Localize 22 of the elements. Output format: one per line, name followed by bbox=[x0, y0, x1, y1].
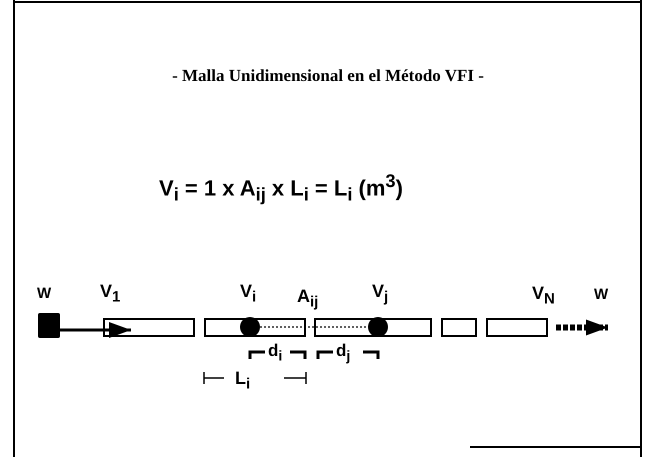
cell-box bbox=[486, 318, 548, 337]
variable-label: V$_{j}$ bbox=[372, 282, 388, 305]
dotted-connector bbox=[260, 326, 368, 328]
variable-label: W bbox=[37, 286, 52, 301]
dimension-label: L$_{i}$ bbox=[235, 369, 250, 392]
dimension-label: d$_{j}$ bbox=[336, 342, 350, 364]
arrow bbox=[556, 320, 608, 336]
arrow bbox=[60, 322, 131, 338]
title: - Malla Unidimensional en el Método VFI - bbox=[172, 66, 484, 86]
cell-box bbox=[314, 318, 432, 337]
formula: V$_{i}$ = 1 x A$_{ij}$ x L$_{i}$ = L$_{i}$ (m$^{3}$) bbox=[159, 172, 403, 204]
variable-label: V$_{i}$ bbox=[240, 282, 256, 305]
cell-box bbox=[204, 318, 306, 337]
dimension-label: d$_{i}$ bbox=[268, 342, 282, 364]
source-block bbox=[38, 313, 60, 338]
cell-box bbox=[441, 318, 477, 337]
node-dot bbox=[368, 317, 388, 337]
node-dot bbox=[240, 317, 260, 337]
variable-label: W bbox=[594, 287, 608, 302]
variable-label: A$_{ij}$ bbox=[297, 287, 318, 310]
variable-label: V$_{1}$ bbox=[100, 282, 120, 305]
variable-label: V$_{N}$ bbox=[532, 284, 555, 307]
